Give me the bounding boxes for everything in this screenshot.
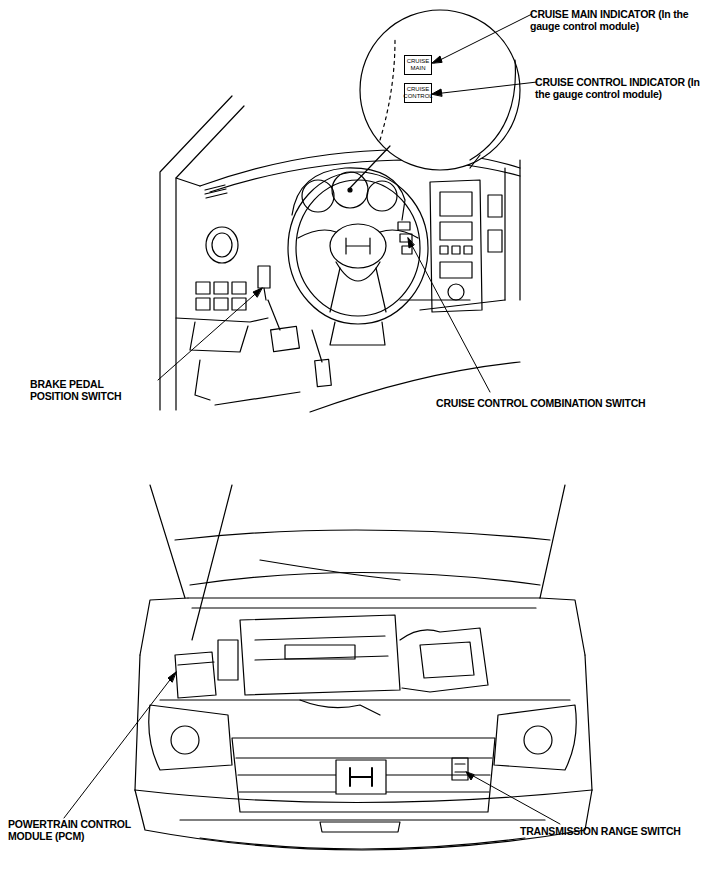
part-label: CRUISE CONTROL INDICATOR (In the gauge c… (535, 76, 717, 100)
front-view (135, 485, 592, 850)
leader-lines (158, 14, 537, 392)
part-label: CRUISE CONTROL COMBINATION SWITCH (436, 397, 706, 409)
magnifier-view (348, 10, 520, 192)
indicator-box: CRUISE MAIN (404, 55, 432, 75)
part-label: TRANSMISSION RANGE SWITCH (520, 825, 720, 837)
part-label: CRUISE MAIN INDICATOR (In the gauge cont… (530, 8, 715, 32)
leader-lines (64, 672, 560, 824)
indicator-text: CRUISE CONTROL (403, 86, 432, 100)
part-label: BRAKE PEDAL POSITION SWITCH (30, 378, 138, 402)
indicator-box: CRUISE CONTROL (404, 83, 432, 103)
indicator-text: CRUISE MAIN (405, 58, 431, 72)
part-label: POWERTRAIN CONTROL MODULE (PCM) (8, 818, 144, 842)
